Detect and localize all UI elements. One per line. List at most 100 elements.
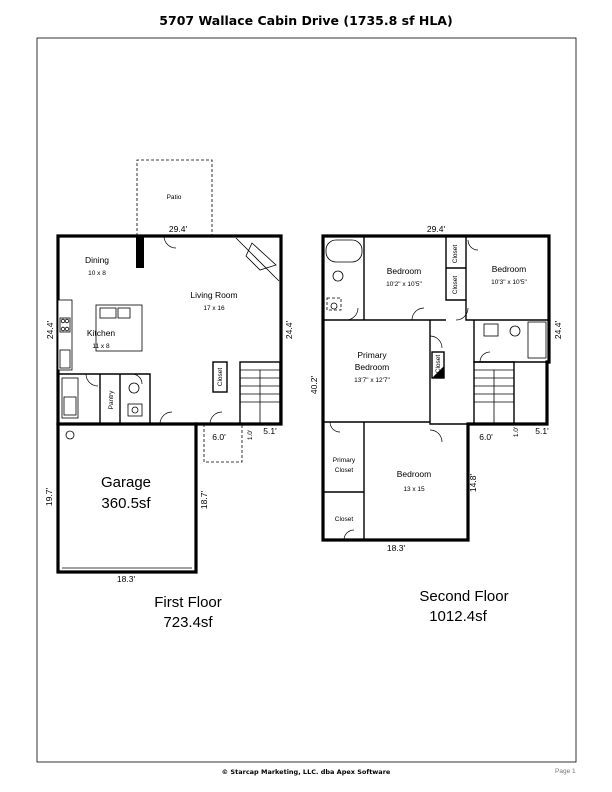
primary-bedroom-label: Primary [357, 350, 387, 360]
bed3-door[interactable] [429, 429, 443, 443]
dim-stair-width-2: 6.0' [479, 432, 493, 442]
fridge-icon [59, 349, 71, 369]
living-room-label: Living Room [190, 290, 237, 300]
dim-bed3-right: 14.8' [468, 474, 478, 493]
lower-closet-label: Closet [335, 516, 354, 523]
shower-outline [326, 297, 342, 311]
kitchen-sink-icon [117, 307, 131, 319]
dim-garage-left: 19.7' [44, 488, 54, 507]
sink-icon [483, 323, 499, 337]
garage-entry-door[interactable] [159, 411, 173, 425]
sink-basin-icon [131, 406, 139, 414]
toilet-icon [128, 382, 140, 394]
hall-bath-door[interactable] [479, 351, 491, 363]
second-floor [321, 234, 551, 542]
toilet-icon [509, 325, 521, 337]
bedroom-3-label: Bedroom [397, 469, 432, 479]
bed2-door[interactable] [455, 307, 469, 321]
primary-closet-door[interactable] [329, 421, 341, 433]
closet-door[interactable] [467, 239, 479, 251]
second-floor-area: 1012.4sf [429, 608, 487, 625]
burner-icon [60, 318, 66, 324]
bedroom-1-size: 10'2" x 10'5" [386, 281, 422, 288]
dim-garage-bottom: 18.3' [117, 574, 136, 584]
closet-label-lower: Closet [452, 276, 459, 295]
second-floor-label: Second Floor [419, 588, 508, 605]
stair-treads [240, 369, 280, 424]
living-room-size: 17 x 16 [203, 305, 225, 312]
dim-bottom-2: 18.3' [387, 543, 406, 553]
front-door[interactable] [209, 411, 223, 425]
stair-treads [474, 369, 514, 424]
stove-icon [59, 317, 71, 333]
bath-door[interactable] [131, 373, 143, 385]
pantry-wall [58, 373, 151, 424]
kitchen-island [95, 304, 143, 352]
dim-height-left: 24.4' [45, 321, 55, 340]
sink-basin-icon [330, 302, 338, 310]
closet-label-upper: Closet [452, 245, 459, 264]
chimney [136, 236, 144, 268]
kitchen-size: 11 x 8 [92, 343, 110, 350]
primary-closet-label-line2: Closet [335, 467, 354, 474]
pantry-door[interactable] [85, 373, 99, 387]
bedroom-2-size: 10'3" x 10'5" [491, 279, 527, 286]
fireplace-angle [235, 237, 280, 282]
closet-marker [432, 366, 444, 378]
burner-icon [64, 326, 70, 332]
lower-closet-door[interactable] [343, 529, 355, 541]
stoop-outline [203, 424, 243, 463]
burner-icon [60, 326, 66, 332]
washer [63, 396, 77, 416]
primary-bath-door[interactable] [345, 307, 359, 321]
dining-label: Dining [85, 255, 109, 265]
dim-height-right: 24.4' [284, 321, 294, 340]
hall-tub [527, 321, 547, 359]
primary-tub [325, 239, 363, 263]
garage-area: 360.5sf [101, 495, 151, 512]
bed1-door[interactable] [411, 307, 425, 321]
hall-closet-label: Closet [435, 355, 442, 374]
dim-stair-small-2: 1.0' [513, 427, 520, 437]
dim-height-right-2: 24.4' [553, 321, 563, 340]
bedroom-1-label: Bedroom [387, 266, 422, 276]
first-floor-label: First Floor [154, 594, 222, 611]
first-floor-area: 723.4sf [163, 614, 213, 631]
patio-door[interactable] [163, 235, 177, 249]
dim-height-left-2: 40.2' [309, 376, 319, 395]
closet-label: Closet [217, 368, 224, 387]
primary-bedroom-label-line2: Bedroom [355, 362, 390, 372]
bedroom-3-size: 13 x 15 [403, 486, 425, 493]
dim-width-top: 29.4' [169, 224, 188, 234]
dim-stair-side-2: 5.1' [535, 426, 549, 436]
primary-right-wall [429, 320, 468, 425]
fireplace-icon [245, 242, 277, 271]
page-title: 5707 Wallace Cabin Drive (1735.8 sf HLA) [159, 13, 453, 28]
first-floor: Patio [56, 159, 283, 574]
footer-page-number: Page 1 [555, 768, 576, 775]
dim-width-top-2: 29.4' [427, 224, 446, 234]
page-frame [36, 37, 577, 763]
primary-door[interactable] [429, 335, 443, 349]
first-floor-exterior-wall [56, 234, 283, 574]
garage-label: Garage [101, 474, 151, 491]
dim-stair-side: 5.1' [263, 426, 277, 436]
kitchen-sink-icon [99, 307, 117, 319]
pantry-label: Pantry [108, 390, 115, 410]
patio-label: Patio [167, 194, 182, 201]
dim-stair-small: 1.0' [247, 430, 254, 440]
second-floor-exterior-wall [321, 234, 551, 542]
primary-bedroom-size: 13'7" x 12'7" [354, 377, 390, 384]
dim-stair-width: 6.0' [212, 432, 226, 442]
toilet-icon [332, 270, 344, 282]
primary-closet-label: Primary [333, 457, 356, 464]
kitchen-label: Kitchen [87, 328, 116, 338]
dim-garage-right: 18.7' [199, 491, 209, 510]
burner-icon [64, 318, 70, 324]
footer-credit: © Starcap Marketing, LLC. dba Apex Softw… [221, 768, 391, 776]
closet-walls [445, 236, 549, 321]
water-heater-icon [65, 430, 75, 440]
patio-outline [136, 159, 213, 236]
bedroom-2-label: Bedroom [492, 264, 527, 274]
